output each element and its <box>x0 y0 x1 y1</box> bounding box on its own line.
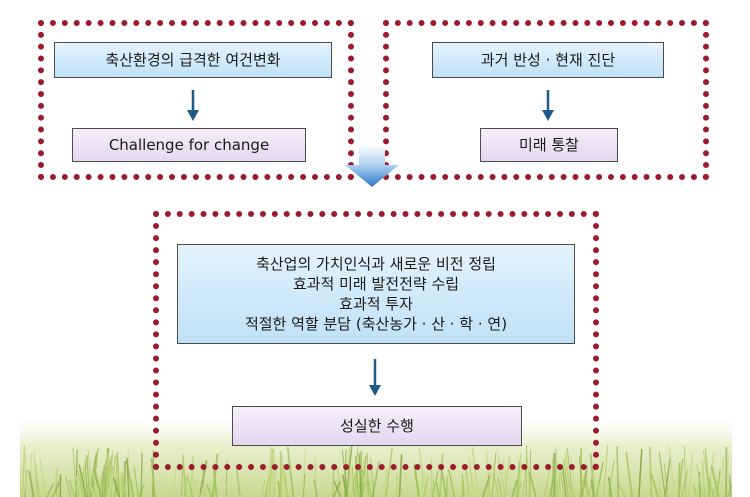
strategy-line: 효과적 미래 발전전략 수립 <box>292 275 460 293</box>
environment-change-box: 축산환경의 급격한 여건변화 <box>54 42 332 78</box>
faithful-execution-box: 성실한 수행 <box>232 406 522 446</box>
vision-strategy-box: 축산업의 가치인식과 새로운 비전 정립 효과적 미래 발전전략 수립 효과적 … <box>177 244 575 344</box>
analysis-frame-left <box>38 20 354 180</box>
vision-line: 축산업의 가치인식과 새로운 비전 정립 <box>256 255 496 273</box>
investment-line: 효과적 투자 <box>339 295 413 313</box>
block-down-arrow-icon <box>345 145 399 187</box>
role-line: 적절한 역할 분담 (축산농가 · 산 · 학 · 연) <box>244 315 508 333</box>
down-arrow-icon <box>542 90 554 121</box>
down-arrow-icon <box>187 90 199 121</box>
strategy-frame-bottom <box>153 211 599 470</box>
reflection-box: 과거 반성 · 현재 진단 <box>432 42 664 78</box>
down-arrow-icon <box>369 359 381 396</box>
challenge-box: Challenge for change <box>72 128 306 162</box>
analysis-frame-right <box>383 20 709 180</box>
future-insight-box: 미래 통찰 <box>480 128 618 162</box>
